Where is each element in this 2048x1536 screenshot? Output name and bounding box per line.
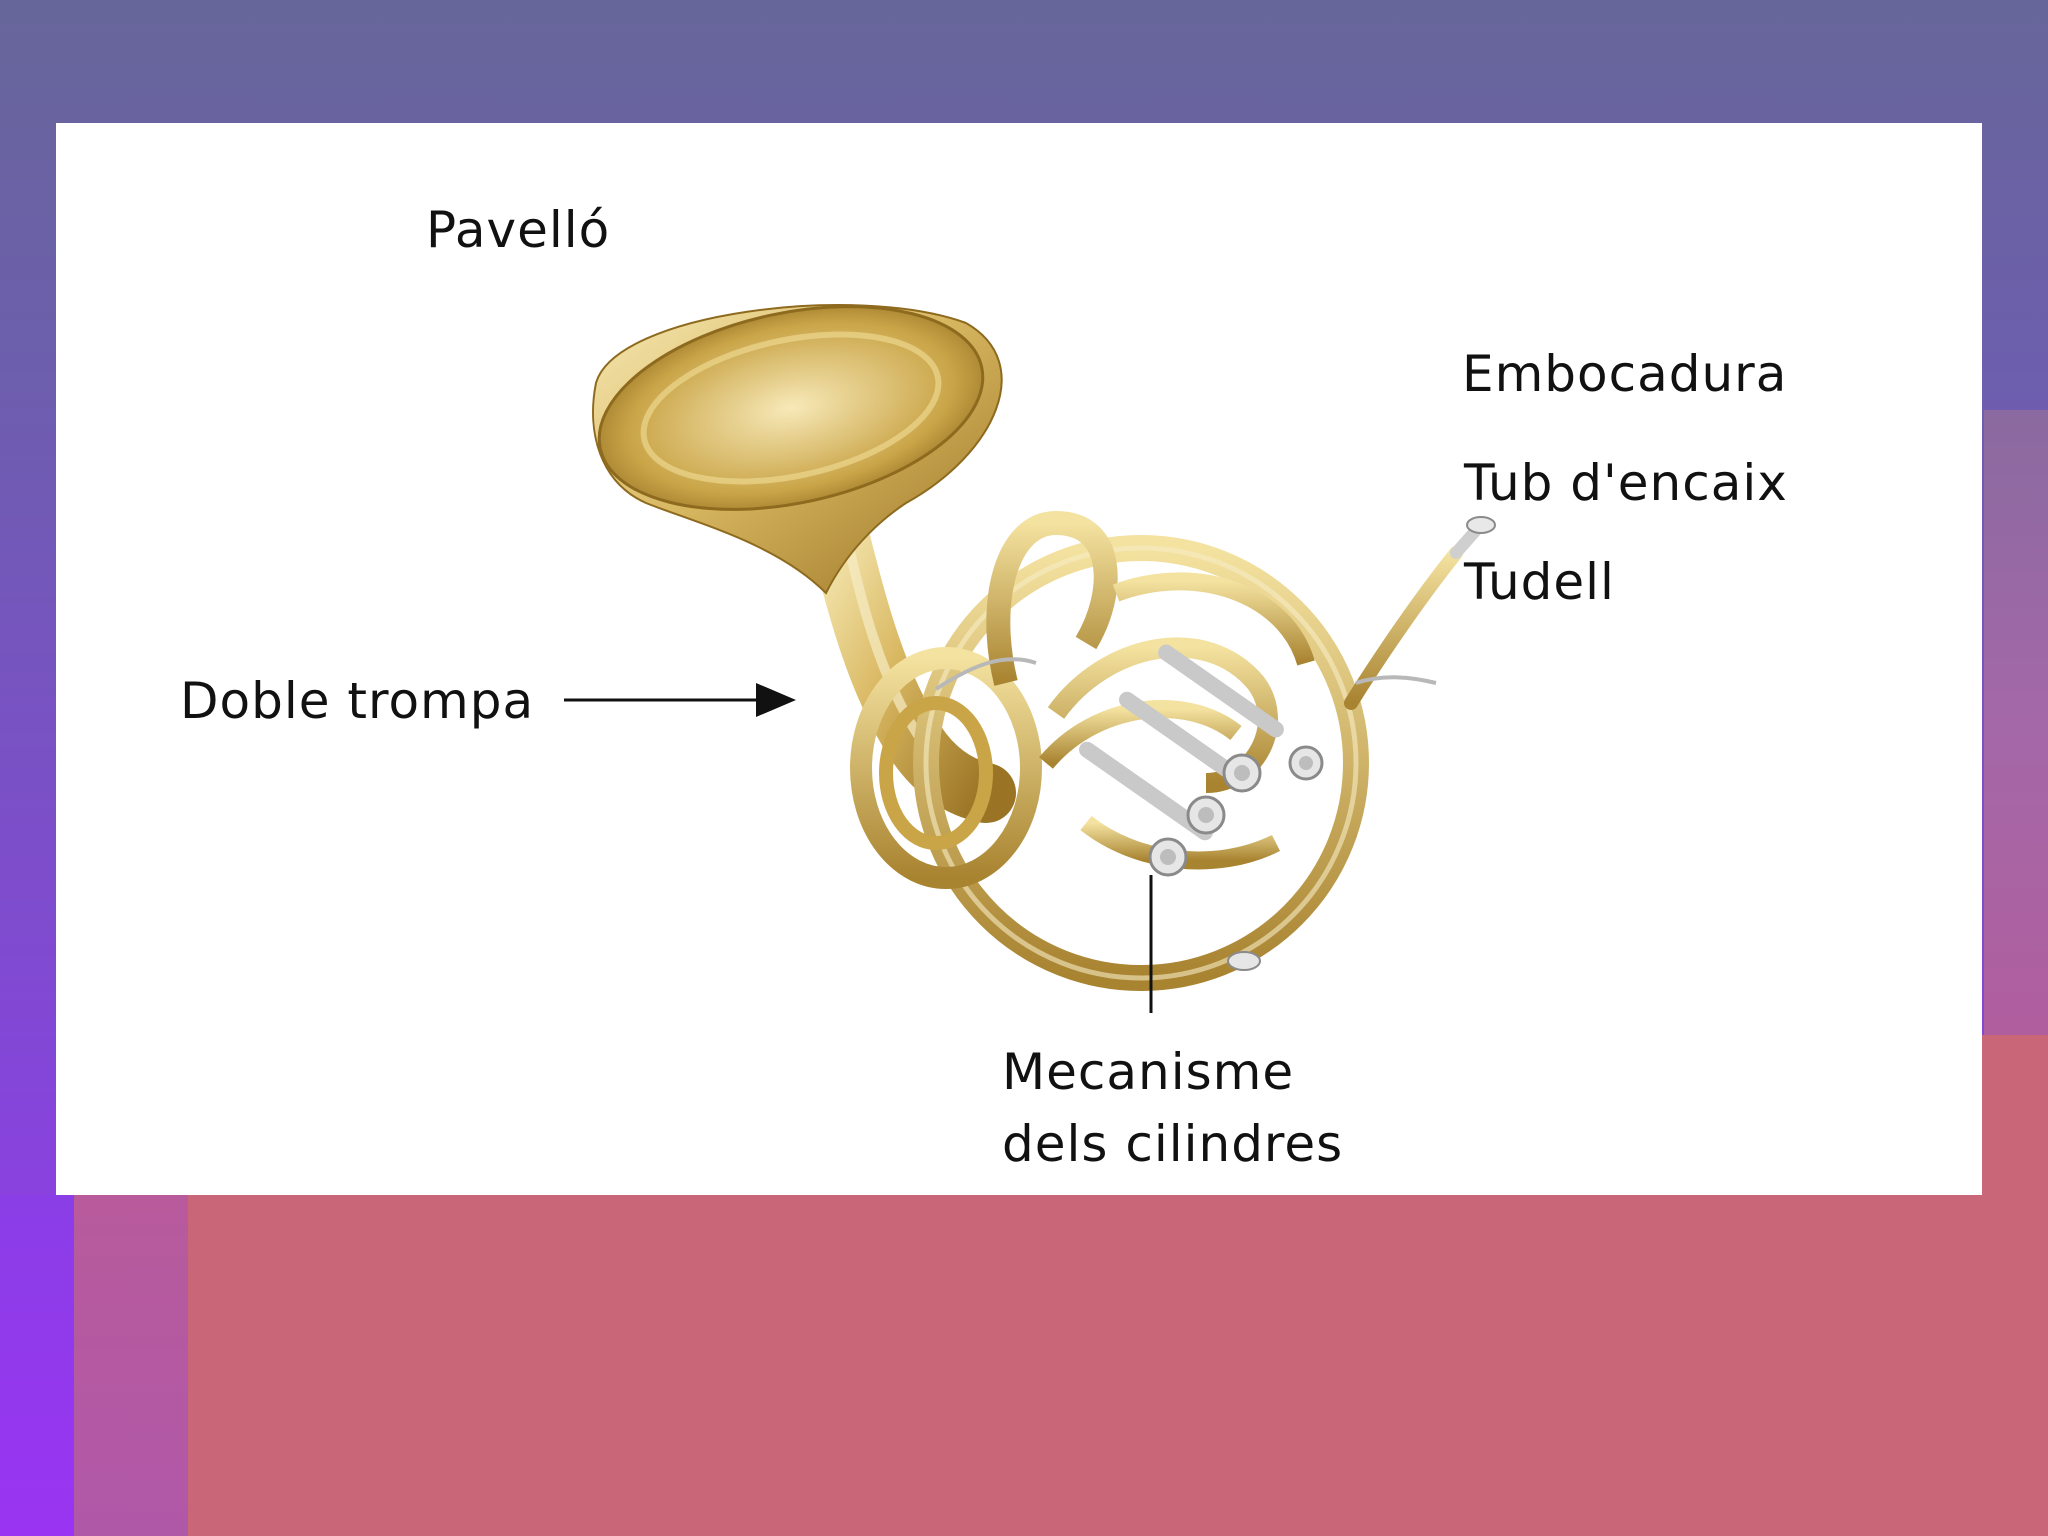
french-horn-diagram xyxy=(56,123,1982,1195)
background-bottom-left xyxy=(0,1195,74,1536)
arrow-right-icon xyxy=(564,683,796,717)
label-tudell: Tudell xyxy=(1464,557,1615,607)
label-mecanisme-line2: dels cilindres xyxy=(1002,1119,1343,1169)
label-doble-trompa: Doble trompa xyxy=(180,676,534,726)
label-mecanisme-line1: Mecanisme xyxy=(1002,1047,1294,1097)
label-tub-encaix: Tub d'encaix xyxy=(1464,458,1788,508)
background-band-right xyxy=(1984,410,2048,1035)
slide-panel: Pavelló Embocadura Tub d'encaix Tudell D… xyxy=(56,123,1982,1195)
french-horn-image xyxy=(581,275,1495,978)
label-embocadura: Embocadura xyxy=(1462,349,1787,399)
background-bottom-strip xyxy=(74,1195,188,1536)
label-pavello: Pavelló xyxy=(426,205,610,255)
